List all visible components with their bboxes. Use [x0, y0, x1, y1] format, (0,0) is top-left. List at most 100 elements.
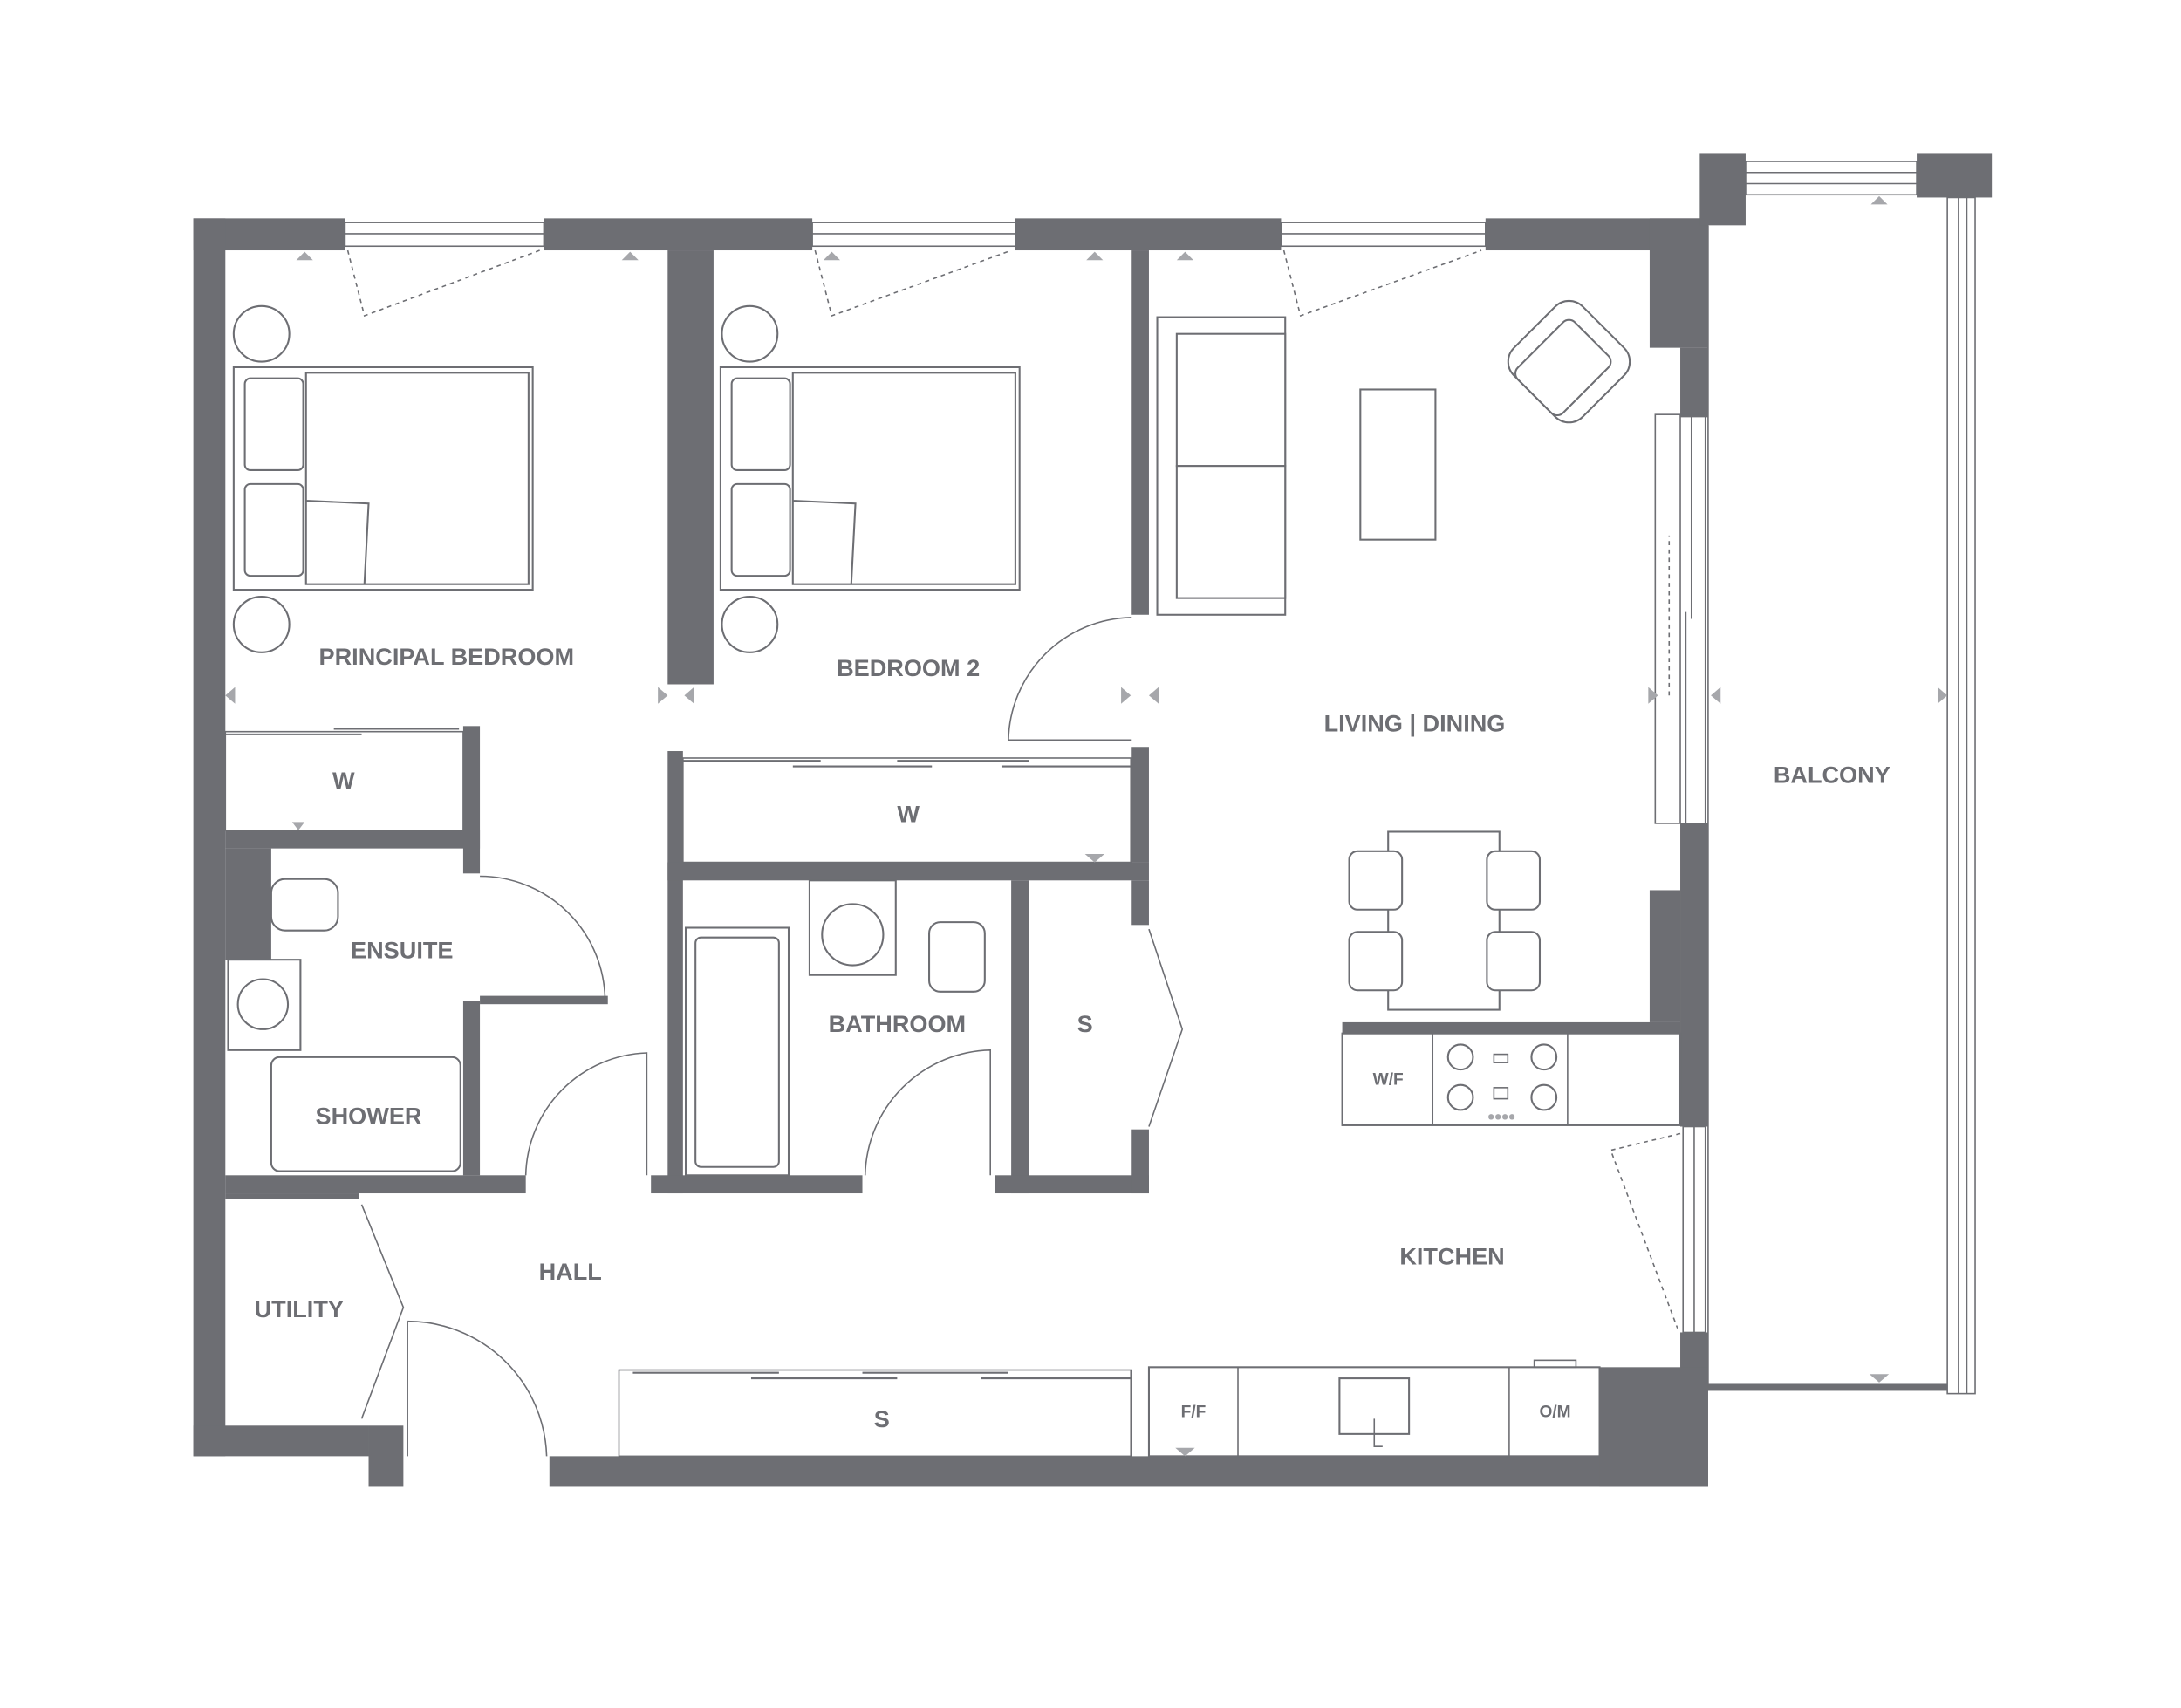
windows: [344, 222, 1706, 1334]
balcony-rail-right: [1946, 196, 1976, 1395]
label-store-cupboard: S: [1077, 1010, 1093, 1037]
wall-kitchen-counter-top: [1342, 1021, 1681, 1034]
label-washer-fridge: W/F: [1373, 1071, 1404, 1090]
window-swing-bedroom2: [814, 249, 1012, 318]
balcony-rail-top: [1745, 161, 1918, 196]
pillow: [243, 482, 304, 577]
wardrobe-principal: [224, 730, 464, 831]
label-balcony: BALCONY: [1774, 762, 1890, 789]
door-entrance: [407, 1320, 548, 1457]
tap: [1373, 1418, 1383, 1448]
furniture: [227, 299, 1682, 1458]
sofa-seat: [1175, 465, 1287, 599]
wall-left: [193, 218, 226, 1457]
wall-bath-top: [667, 862, 1149, 881]
window-swing-kitchen: [1610, 1132, 1681, 1329]
room-labels: PRINCIPAL BEDROOM BEDROOM 2 LIVING | DIN…: [255, 643, 1890, 1432]
label-hall: HALL: [539, 1258, 602, 1285]
bed-sheet: [304, 372, 530, 585]
toilet-ensuite: [270, 878, 339, 932]
wall-hall-bath: [651, 1175, 863, 1194]
pillow: [730, 377, 791, 471]
wall-right-mid: [1680, 823, 1708, 1127]
dining-chair: [1486, 931, 1542, 992]
interior-walls: [225, 250, 1681, 1199]
wall-utility-top: [225, 1193, 359, 1199]
balcony: [1699, 153, 1993, 1395]
hob: [1446, 1043, 1558, 1120]
wall-bed-bed: [667, 250, 714, 685]
window-swing-principal: [346, 249, 540, 318]
door-bathroom: [864, 1049, 992, 1176]
storage: [224, 728, 1132, 1458]
label-ensuite: ENSUITE: [351, 937, 453, 964]
nightstand: [232, 596, 291, 653]
dining-chair: [1348, 850, 1404, 911]
wall-ensuite-door-lintel: [480, 995, 608, 1005]
kitchen-counter-top: [1341, 1032, 1682, 1126]
label-living-dining: LIVING | DINING: [1324, 710, 1506, 737]
dining-table: [1387, 830, 1501, 1011]
wall-bottom-stub: [368, 1425, 404, 1487]
wall-closet-side: [462, 726, 481, 874]
door-ensuite: [480, 875, 606, 1002]
basin-bowl: [236, 978, 290, 1030]
label-utility: UTILITY: [255, 1295, 344, 1322]
wall-ensuite-right: [462, 1001, 481, 1176]
wall-right-top: [1649, 218, 1708, 348]
wall-top-mid2: [1015, 218, 1282, 251]
wall-bed2-bath: [667, 751, 683, 1194]
wall-principal-closet: [225, 830, 481, 849]
sofa-seat: [1175, 332, 1287, 468]
armchair: [1507, 299, 1631, 424]
bed-sheet: [791, 372, 1016, 585]
nightstand: [721, 596, 779, 653]
label-store-long: S: [874, 1405, 890, 1432]
wall-corner-block: [1599, 1367, 1708, 1487]
wall-right-mid-inner: [1649, 890, 1681, 1022]
door-utility-bifold: [360, 1204, 405, 1419]
wall-ensuite-bottom: [225, 1175, 526, 1194]
wall-store-right-top: [1131, 880, 1149, 926]
nightstand: [232, 304, 291, 363]
pillow: [243, 377, 304, 471]
label-kitchen: KITCHEN: [1399, 1242, 1504, 1269]
label-shower: SHOWER: [316, 1102, 422, 1129]
label-wardrobe-bedroom2: W: [897, 800, 920, 827]
label-wardrobe-principal: W: [332, 767, 355, 794]
label-fridge-freezer: F/F: [1181, 1404, 1207, 1422]
wall-bath-bottom: [994, 1175, 1149, 1194]
wall-bottom: [549, 1456, 1708, 1487]
basin-bowl: [821, 903, 885, 967]
shower-tray: [270, 1056, 461, 1172]
nightstand: [721, 304, 779, 363]
balcony-edge-bottom: [1707, 1383, 1948, 1391]
toilet-bathroom: [928, 921, 986, 993]
label-bathroom: BATHROOM: [829, 1010, 967, 1037]
balcony-post-right: [1917, 153, 1993, 198]
wardrobe-bedroom2: [682, 757, 1132, 864]
label-oven-microwave: O/M: [1539, 1404, 1570, 1422]
label-principal-bedroom: PRINCIPAL BEDROOM: [319, 643, 575, 670]
store-hall-long: [618, 1369, 1132, 1458]
coffee-table: [1359, 388, 1437, 541]
door-principal: [524, 1052, 648, 1176]
label-bedroom-2: BEDROOM 2: [837, 654, 980, 681]
doors: [360, 617, 1184, 1457]
wall-bed2-living-low: [1131, 747, 1149, 863]
wall-bed2-living: [1131, 250, 1149, 615]
door-store-bifold: [1148, 928, 1184, 1127]
outer-walls: [193, 218, 1708, 1487]
window-swing-living: [1282, 249, 1482, 318]
wall-bath-right: [1011, 880, 1029, 1194]
dining-chair: [1348, 931, 1404, 992]
dining-chair: [1486, 850, 1542, 911]
wall-bottom-left: [193, 1425, 369, 1457]
bathtub-inner: [694, 936, 780, 1168]
wall-store-right-bot: [1131, 1129, 1149, 1194]
door-bedroom2: [1008, 617, 1132, 741]
extractor: [1533, 1359, 1577, 1369]
wall-right-top2: [1680, 347, 1708, 418]
wall-top-mid1: [544, 218, 813, 251]
